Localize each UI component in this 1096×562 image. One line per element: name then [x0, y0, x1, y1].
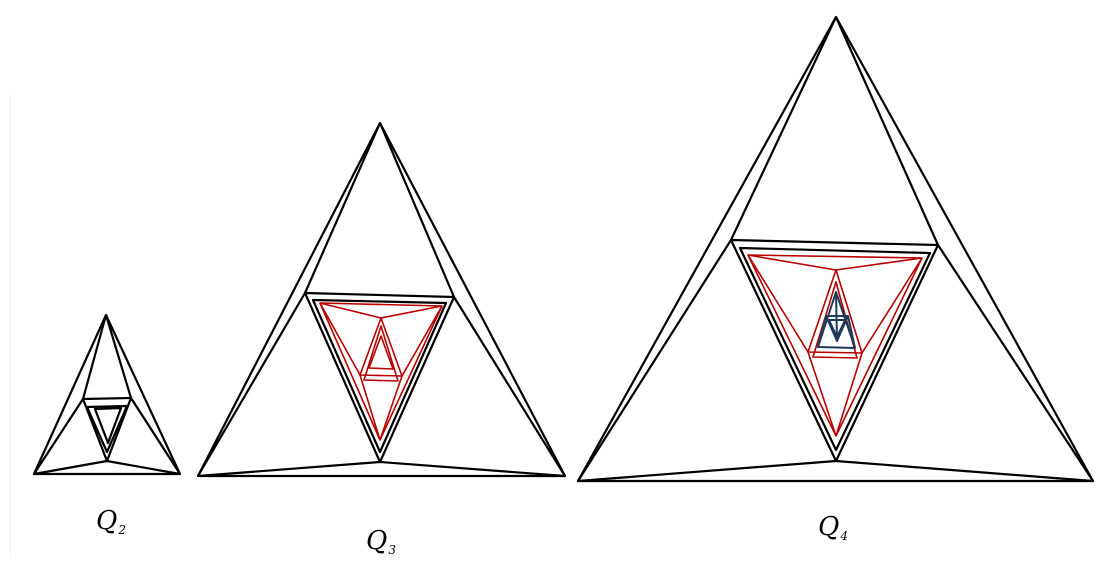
figure-q4: [576, 15, 1095, 483]
label-q2: Q2: [96, 506, 126, 537]
q3-red-network: [319, 302, 443, 441]
label-q4: Q4: [818, 512, 848, 543]
q4-inner-network: [817, 291, 856, 349]
left-border-rule: [10, 95, 11, 555]
label-q4-letter: Q: [818, 512, 840, 542]
q4-outer-network: [576, 15, 1095, 483]
label-q2-letter: Q: [96, 506, 118, 536]
label-q3-subscript: 3: [388, 543, 396, 557]
figure-q2: [32, 313, 182, 476]
q4-red-network: [747, 254, 923, 437]
q2-outer-network: [32, 313, 182, 476]
figure-q3: [196, 121, 567, 478]
q3-outer-network: [196, 121, 567, 478]
label-q3-letter: Q: [366, 526, 388, 556]
label-q2-subscript: 2: [118, 523, 126, 537]
label-q4-subscript: 4: [840, 529, 848, 543]
label-q3: Q3: [366, 526, 396, 557]
